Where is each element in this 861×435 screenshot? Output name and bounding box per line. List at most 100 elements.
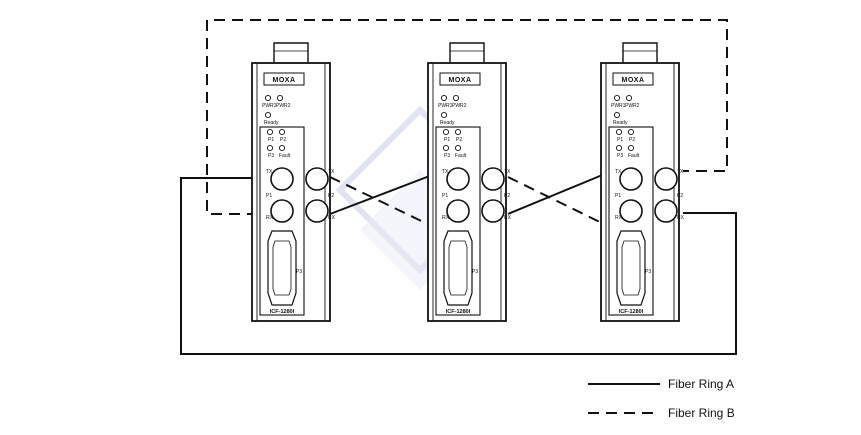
fault-led-label: Fault (279, 153, 291, 159)
p1-tx-port (446, 167, 470, 191)
pwr1-led (264, 94, 272, 102)
p1-tx-port (270, 167, 294, 191)
legend-ring-b-label: Fiber Ring B (668, 406, 735, 420)
mounting-tab (273, 42, 309, 66)
pwr2-label: PWR2 (276, 103, 291, 109)
p2-tx-port (305, 167, 329, 191)
pwr1-label: PWR1 (262, 103, 277, 109)
p1-led (266, 128, 274, 136)
mounting-tab (622, 42, 658, 66)
fault-led-label: Fault (628, 153, 640, 159)
p3-led-label: P3 (617, 153, 623, 159)
legend-ring-a-label: Fiber Ring A (668, 377, 734, 391)
p1-tx-label: TX (615, 169, 622, 175)
p3-led-label: P3 (444, 153, 450, 159)
fault-led (278, 144, 286, 152)
pwr1-led (440, 94, 448, 102)
p1-led (615, 128, 623, 136)
p2-port-label: P2 (504, 193, 510, 199)
legend: Fiber Ring A Fiber Ring B (588, 377, 735, 420)
p2-led-label: P2 (629, 137, 635, 143)
p2-rx-label: RX (677, 215, 685, 221)
p1-led-label: P1 (268, 137, 274, 143)
serial-db9-port (267, 230, 297, 306)
ready-led (440, 111, 448, 119)
ready-label: Ready (264, 120, 279, 126)
p2-tx-label: TX (504, 169, 511, 175)
pwr1-label: PWR1 (611, 103, 626, 109)
p1-rx-label: RX (442, 215, 450, 221)
mounting-tab (449, 42, 485, 66)
brand-plate (612, 72, 654, 86)
fault-led (454, 144, 462, 152)
model-label: ICF-1280I (619, 309, 644, 315)
p2-led (278, 128, 286, 136)
p2-rx-label: RX (504, 215, 512, 221)
serial-db9-port (443, 230, 473, 306)
p2-rx-port (481, 199, 505, 223)
ready-label: Ready (613, 120, 628, 126)
p2-tx-label: TX (677, 169, 684, 175)
p2-port-label: P2 (677, 193, 683, 199)
p2-rx-label: RX (328, 215, 336, 221)
p1-tx-port (619, 167, 643, 191)
p1-rx-port (619, 199, 643, 223)
p1-port-label: P1 (266, 193, 272, 199)
p2-tx-port (481, 167, 505, 191)
p1-rx-port (270, 199, 294, 223)
pwr2-led (452, 94, 460, 102)
brand-logo: MOXA (622, 77, 645, 84)
brand-logo: MOXA (273, 77, 296, 84)
fiber-ring-a-link-1 (329, 171, 441, 215)
pwr1-label: PWR1 (438, 103, 453, 109)
p3-led-label: P3 (268, 153, 274, 159)
p1-rx-label: RX (266, 215, 274, 221)
fault-led (627, 144, 635, 152)
p3-serial-label: P3 (296, 269, 302, 275)
model-label: ICF-1280I (270, 309, 295, 315)
p3-serial-label: P3 (645, 269, 651, 275)
fault-led-label: Fault (455, 153, 467, 159)
p2-port-label: P2 (328, 193, 334, 199)
p2-led (627, 128, 635, 136)
pwr2-label: PWR2 (452, 103, 467, 109)
serial-db9-port (616, 230, 646, 306)
p3-led (615, 144, 623, 152)
model-label: ICF-1280I (446, 309, 471, 315)
p1-port-label: P1 (442, 193, 448, 199)
p2-led (454, 128, 462, 136)
brand-plate (439, 72, 481, 86)
p2-led-label: P2 (456, 137, 462, 143)
p2-rx-port (654, 199, 678, 223)
fiber-ring-a-path (180, 177, 737, 355)
p1-port-label: P1 (615, 193, 621, 199)
brand-logo: MOXA (449, 77, 472, 84)
fiber-ring-b-path (206, 19, 728, 215)
ready-led (264, 111, 272, 119)
p1-tx-label: TX (442, 169, 449, 175)
p1-tx-label: TX (266, 169, 273, 175)
p1-rx-port (446, 199, 470, 223)
ready-led (613, 111, 621, 119)
brand-plate (263, 72, 305, 86)
p3-serial-label: P3 (472, 269, 478, 275)
pwr2-led (625, 94, 633, 102)
p2-led-label: P2 (280, 137, 286, 143)
p3-led (266, 144, 274, 152)
p1-led-label: P1 (444, 137, 450, 143)
pwr2-label: PWR2 (625, 103, 640, 109)
p1-rx-label: RX (615, 215, 623, 221)
p1-led-label: P1 (617, 137, 623, 143)
pwr2-led (276, 94, 284, 102)
p2-rx-port (305, 199, 329, 223)
p3-led (442, 144, 450, 152)
p2-tx-label: TX (328, 169, 335, 175)
ready-label: Ready (440, 120, 455, 126)
p2-tx-port (654, 167, 678, 191)
fiber-ring-b-link-2 (507, 176, 613, 229)
pwr1-led (613, 94, 621, 102)
